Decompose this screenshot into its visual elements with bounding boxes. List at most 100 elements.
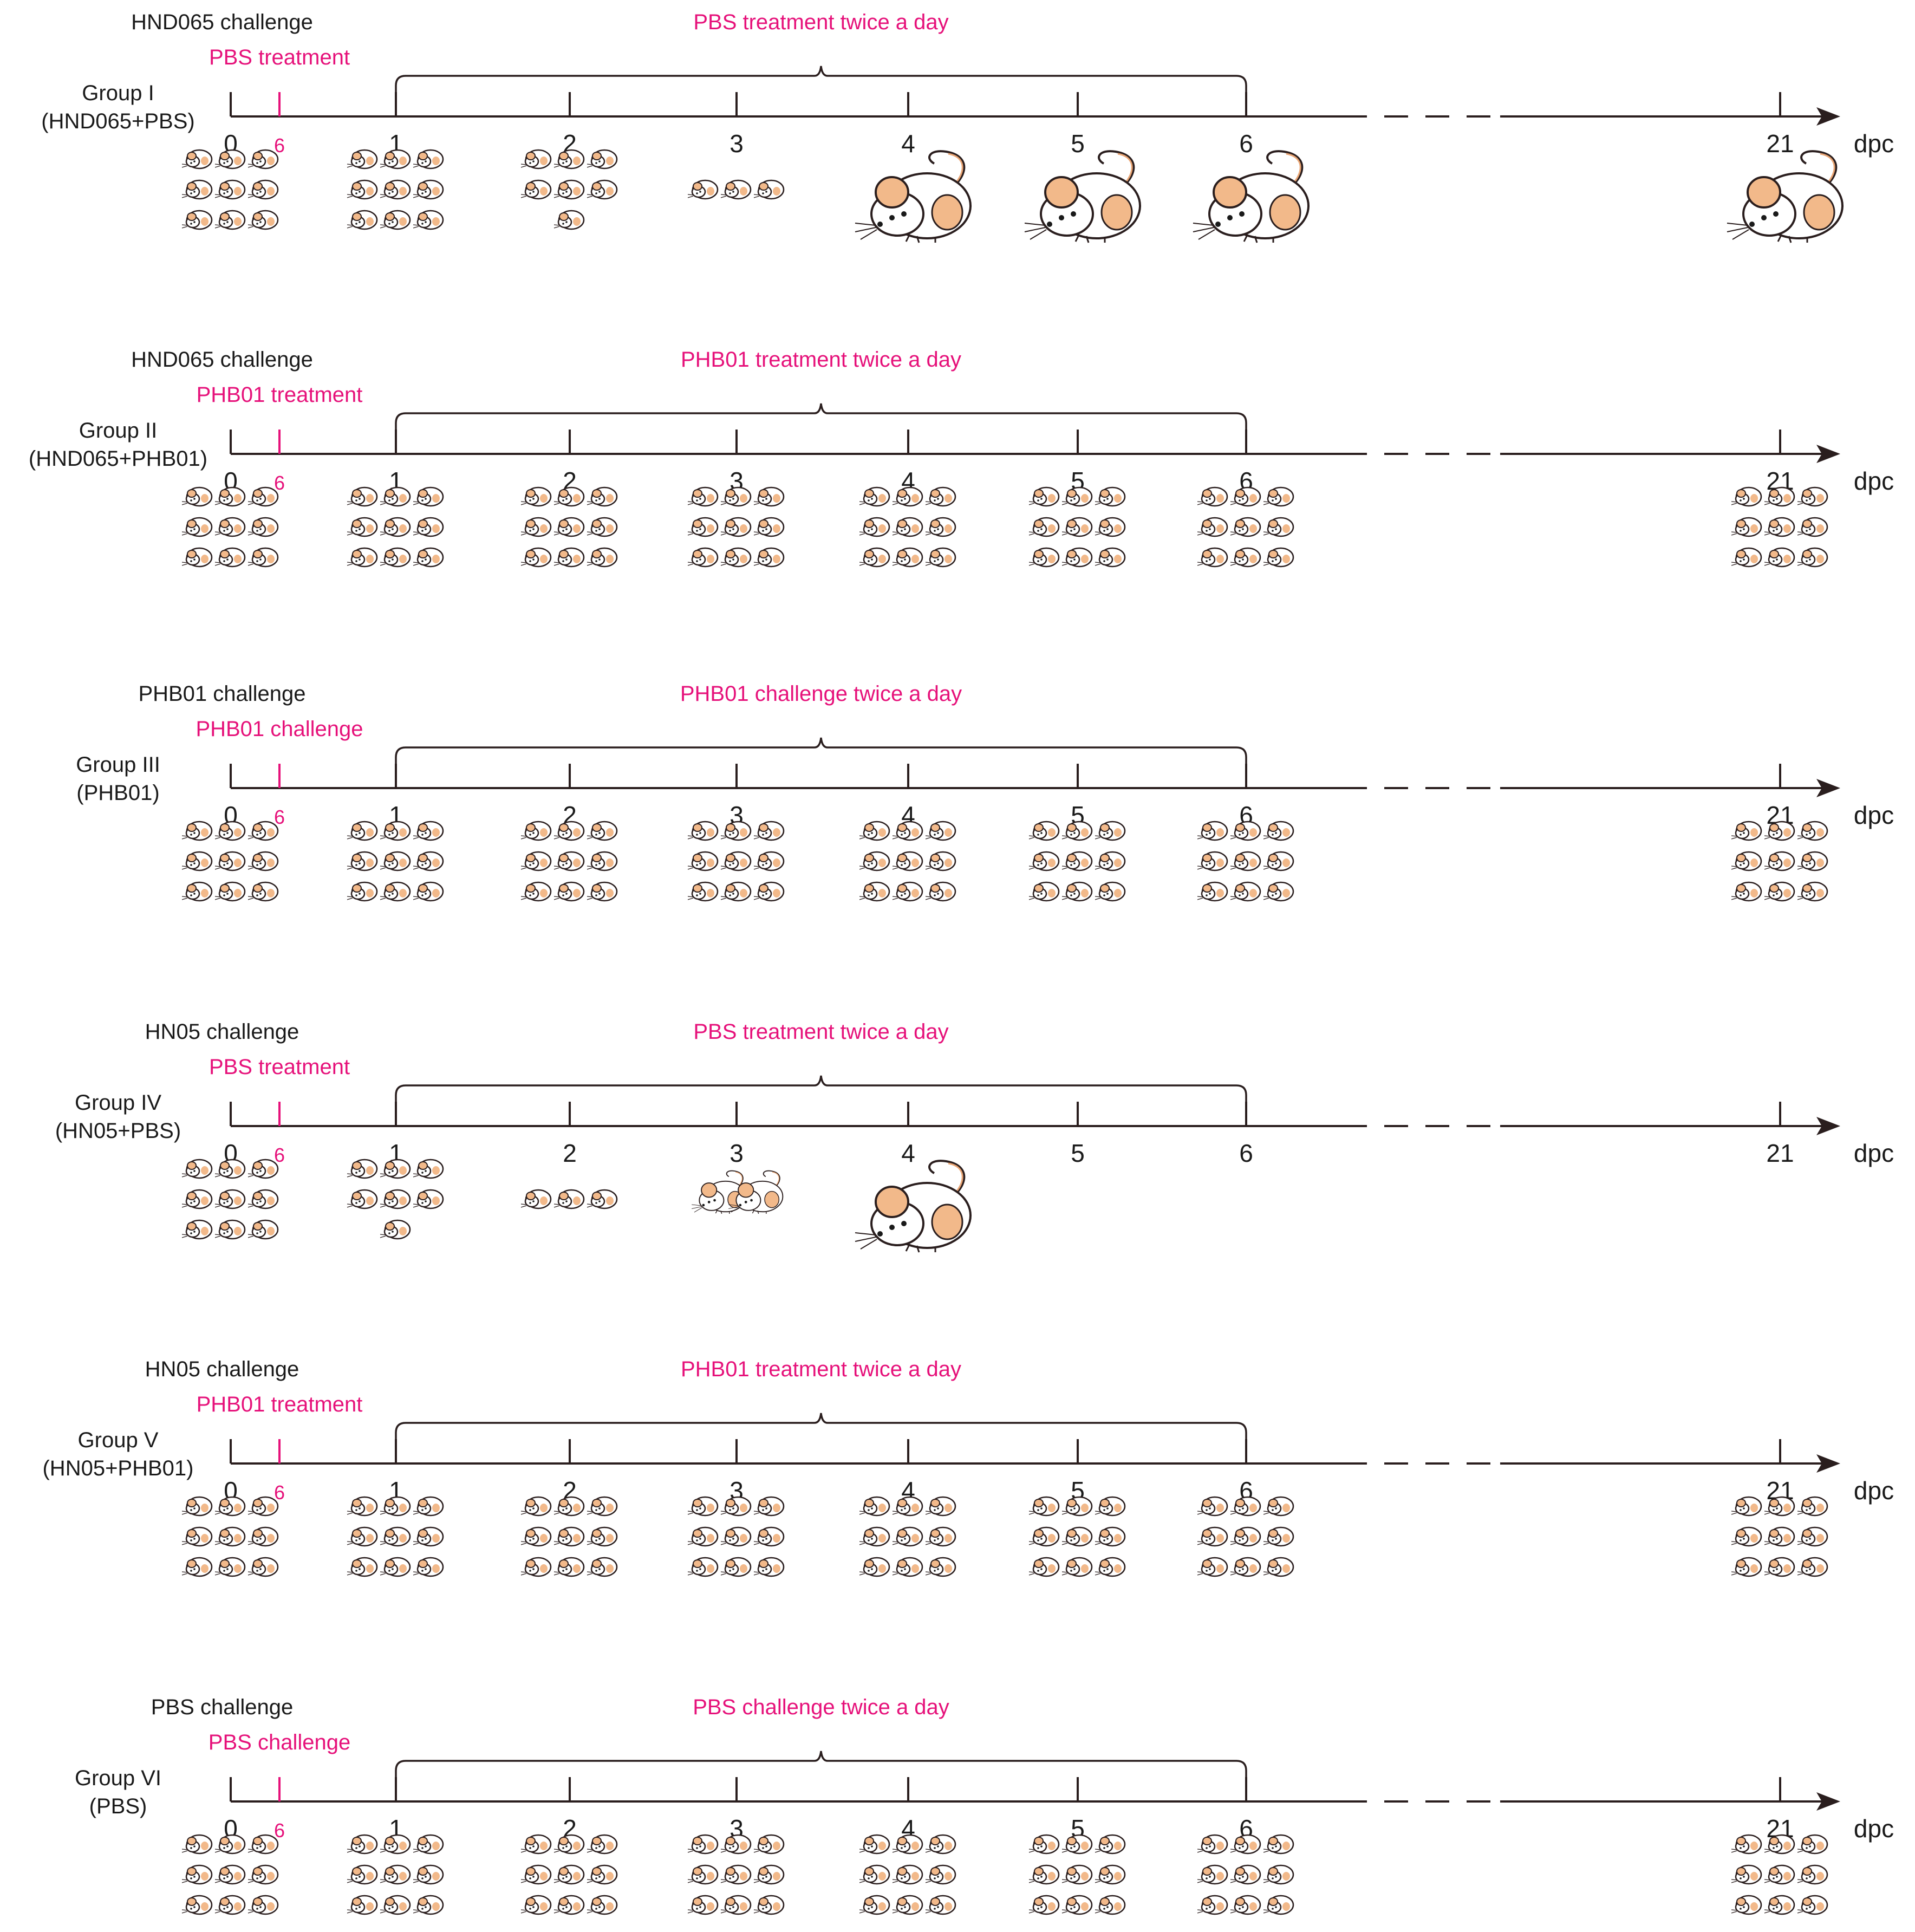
group-name: Group III <box>76 753 160 777</box>
mouse-icon <box>1730 1496 1762 1517</box>
group-description: (HND065+PHB01) <box>29 447 207 471</box>
mouse-cluster <box>346 1496 444 1577</box>
mouse-icon <box>891 1895 923 1915</box>
mouse-icon <box>247 547 279 568</box>
mouse-icon <box>553 881 585 902</box>
mouse-icon <box>1763 517 1795 537</box>
mouse-icon <box>924 851 956 871</box>
mouse-icon <box>1094 1526 1126 1547</box>
treatment-course-brace <box>395 66 1247 107</box>
mouse-icon <box>720 881 752 902</box>
mouse-icon <box>858 851 890 871</box>
mouse-icon <box>553 179 585 200</box>
mouse-icon <box>924 486 956 507</box>
mouse-icon <box>520 851 552 871</box>
day-tick-label: 4 <box>901 1139 915 1167</box>
mouse-icon <box>924 1557 956 1577</box>
mouse-icon <box>1262 1526 1294 1547</box>
mouse-icon <box>346 1834 378 1855</box>
mouse-icon <box>1196 1526 1228 1547</box>
mouse-icon <box>1196 517 1228 537</box>
mouse-cluster <box>346 1159 444 1240</box>
mouse-icon <box>412 517 444 537</box>
day-tick-label: 2 <box>563 1139 577 1167</box>
mouse-icon <box>379 821 411 841</box>
mouse-icon <box>1061 821 1093 841</box>
group-description: (HN05+PHB01) <box>42 1456 193 1480</box>
treatment-course-label: PHB01 treatment twice a day <box>681 348 961 372</box>
mouse-icon <box>247 1864 279 1885</box>
mouse-icon <box>412 547 444 568</box>
mouse-icon <box>1196 821 1228 841</box>
mouse-icon <box>379 210 411 230</box>
axis-arrowhead <box>1816 107 1840 126</box>
unit-label: dpc <box>1854 1476 1894 1505</box>
unit-label: dpc <box>1854 1814 1894 1843</box>
mouse-icon <box>891 547 923 568</box>
mouse-icon <box>858 1895 890 1915</box>
mouse-icon <box>1730 1834 1762 1855</box>
mouse-icon <box>1229 517 1261 537</box>
mouse-icon <box>753 486 785 507</box>
mouse-cluster <box>181 149 279 230</box>
mouse-icon <box>379 1526 411 1547</box>
mouse-icon <box>346 179 378 200</box>
mouse-icon <box>1763 1557 1795 1577</box>
mouse-icon <box>1061 1496 1093 1517</box>
mouse-icon <box>1730 821 1762 841</box>
mouse-icon <box>412 1496 444 1517</box>
mouse-icon <box>1028 881 1060 902</box>
mouse-cluster <box>687 486 785 568</box>
mouse-cluster <box>181 1496 279 1577</box>
mouse-icon <box>181 1159 213 1179</box>
mouse-icon <box>346 210 378 230</box>
mouse-icon <box>891 881 923 902</box>
mouse-icon <box>247 1159 279 1179</box>
mouse-icon <box>346 851 378 871</box>
mouse-icon <box>924 1834 956 1855</box>
mouse-icon <box>346 1189 378 1209</box>
mouse-icon <box>412 821 444 841</box>
mouse-cluster <box>181 486 279 568</box>
mouse-icon <box>1796 1526 1828 1547</box>
mouse-icon <box>181 1834 213 1855</box>
mouse-icon <box>181 881 213 902</box>
mouse-icon <box>181 210 213 230</box>
mouse-icon <box>379 1189 411 1209</box>
mouse-icon <box>720 1834 752 1855</box>
challenge-label: HND065 challenge <box>131 10 313 34</box>
mouse-icon <box>586 1864 618 1885</box>
mouse-cluster <box>1196 821 1294 902</box>
mouse-icon <box>1796 821 1828 841</box>
mouse-icon <box>753 1864 785 1885</box>
day-tick-label: 4 <box>901 129 915 158</box>
mouse-icon <box>1196 1557 1228 1577</box>
day-tick-label: 21 <box>1766 129 1794 158</box>
mouse-icon <box>858 1834 890 1855</box>
mouse-icon <box>586 1557 618 1577</box>
mouse-icon <box>1262 547 1294 568</box>
mouse-icon <box>692 1171 746 1214</box>
mouse-cluster <box>858 1496 956 1577</box>
treatment-course-brace <box>395 1751 1247 1792</box>
mouse-icon <box>1061 1864 1093 1885</box>
mouse-icon <box>247 179 279 200</box>
mouse-icon <box>214 1159 246 1179</box>
treatment-course-brace <box>395 1413 1247 1454</box>
mouse-icon <box>1094 1557 1126 1577</box>
initial-treatment-label: PBS treatment <box>209 45 350 69</box>
mouse-icon <box>247 486 279 507</box>
mouse-icon <box>520 881 552 902</box>
mouse-icon <box>586 486 618 507</box>
treatment-course-label: PBS challenge twice a day <box>693 1695 949 1719</box>
mouse-icon <box>412 1895 444 1915</box>
mouse-icon <box>687 881 719 902</box>
treatment-course-label: PHB01 challenge twice a day <box>680 682 962 706</box>
mouse-cluster <box>1730 486 1828 568</box>
mouse-icon <box>586 149 618 170</box>
mouse-icon <box>181 821 213 841</box>
mouse-icon <box>181 179 213 200</box>
mouse-cluster <box>520 1496 618 1577</box>
mouse-icon <box>858 486 890 507</box>
mouse-icon <box>379 517 411 537</box>
